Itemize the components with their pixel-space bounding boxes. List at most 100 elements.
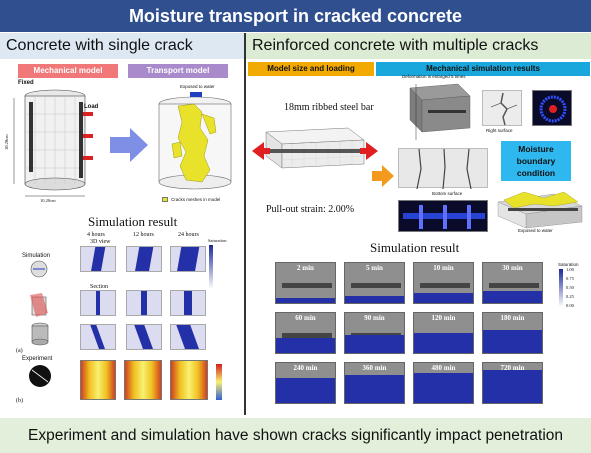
steel-bar-mark bbox=[351, 283, 401, 288]
label-steel-bar: 18mm ribbed steel bar bbox=[284, 102, 374, 113]
time-cell: 180 min bbox=[482, 312, 543, 354]
time-label: 5 min bbox=[366, 264, 383, 272]
label-exposed-water: Exposed to water bbox=[180, 84, 215, 89]
col-time-0: 4 hours bbox=[87, 232, 105, 238]
page-title: Moisture transport in cracked concrete bbox=[0, 0, 591, 32]
sim-3d-4h bbox=[80, 246, 116, 272]
sim-section-4h bbox=[80, 290, 116, 316]
right-surface-moisture-image bbox=[532, 90, 572, 126]
scale-tick-0: 1.00 bbox=[566, 267, 574, 272]
time-label: 2 min bbox=[297, 264, 314, 272]
cylinder-icon bbox=[31, 322, 49, 346]
time-label: 30 min bbox=[502, 264, 523, 272]
scale-tick-2: 0.50 bbox=[566, 285, 574, 290]
label-bottom-surface: Bottom surface bbox=[432, 191, 463, 196]
label-deformation: Deformation is enlarged 5 times bbox=[402, 74, 466, 79]
moisture-front bbox=[414, 293, 473, 303]
scale-tick-4: 0.00 bbox=[566, 303, 574, 308]
time-cell: 720 min bbox=[482, 362, 543, 404]
steel-bar-mark bbox=[420, 283, 470, 288]
time-label: 60 min bbox=[295, 314, 316, 322]
scale-tick-3: 0.25 bbox=[566, 294, 574, 299]
label-3d-view: 3D view bbox=[90, 239, 111, 245]
experiment-result-24h bbox=[170, 360, 208, 400]
mark-b: (b) bbox=[16, 398, 23, 404]
left-sim-title: Simulation result bbox=[88, 214, 178, 229]
label-height: 10.20cm bbox=[4, 134, 9, 150]
col-time-1: 12 hours bbox=[133, 232, 154, 238]
saturation-scale-right bbox=[559, 269, 563, 307]
moisture-front bbox=[414, 373, 473, 403]
label-right-surface: Right surface bbox=[486, 128, 513, 133]
time-label: 120 min bbox=[431, 314, 456, 322]
time-label: 240 min bbox=[293, 364, 318, 372]
boundary-condition-diagram bbox=[497, 191, 583, 229]
row-label-experiment: Experiment bbox=[22, 356, 53, 362]
mechanical-cylinder-diagram bbox=[13, 89, 93, 197]
label-cracks-mesh: Cracks meshes in model bbox=[171, 197, 221, 202]
conclusion-footer: Experiment and simulation have shown cra… bbox=[0, 418, 591, 453]
tag-mechanical-model: Mechanical model bbox=[18, 64, 118, 78]
label-section: Section bbox=[90, 284, 108, 290]
time-label: 720 min bbox=[500, 364, 525, 372]
simulation-top-view-icon bbox=[30, 260, 48, 278]
saturation-scale-left bbox=[209, 245, 213, 289]
time-cell: 2 min bbox=[275, 262, 336, 304]
right-panel-heading: Reinforced concrete with multiple cracks bbox=[246, 33, 591, 59]
sim-3d-12h bbox=[126, 246, 162, 272]
moisture-front bbox=[483, 330, 542, 353]
tag-transport-model: Transport model bbox=[128, 64, 228, 78]
model-arrow bbox=[110, 128, 148, 162]
time-cell: 480 min bbox=[413, 362, 474, 404]
mark-a: (a) bbox=[16, 348, 23, 354]
sim-section-12h bbox=[126, 290, 162, 316]
label-exposed-right: Exposed to water bbox=[518, 228, 553, 233]
sim-3d-24h bbox=[170, 246, 206, 272]
time-label: 180 min bbox=[500, 314, 525, 322]
tag-model-size: Model size and loading bbox=[248, 62, 374, 76]
moisture-front bbox=[345, 296, 404, 303]
tag-mechanical-results: Mechanical simulation results bbox=[376, 62, 590, 76]
moisture-front bbox=[345, 375, 404, 403]
sim-cut-12h bbox=[126, 324, 162, 350]
label-saturation-left: Saturation bbox=[208, 238, 227, 243]
moisture-front bbox=[483, 291, 542, 303]
deformed-mesh-diagram bbox=[409, 83, 471, 140]
moisture-front bbox=[345, 335, 404, 353]
time-cell: 60 min bbox=[275, 312, 336, 354]
moisture-boundary-box: Moisture boundary condition bbox=[501, 141, 571, 181]
moisture-front bbox=[414, 333, 473, 353]
time-label: 480 min bbox=[431, 364, 456, 372]
results-arrow bbox=[372, 165, 394, 187]
label-pullout-strain: Pull-out strain: 2.00% bbox=[266, 204, 355, 215]
bottom-surface-crack-image bbox=[398, 148, 488, 190]
pullout-specimen-diagram bbox=[252, 127, 378, 169]
right-sim-title: Simulation result bbox=[370, 240, 460, 255]
experiment-result-12h bbox=[124, 360, 162, 400]
moisture-front bbox=[276, 378, 335, 403]
time-label: 10 min bbox=[433, 264, 454, 272]
steel-bar-mark bbox=[489, 283, 539, 288]
steel-bar-mark bbox=[282, 333, 332, 338]
panel-divider bbox=[244, 33, 246, 415]
time-cell: 240 min bbox=[275, 362, 336, 404]
time-cell: 90 min bbox=[344, 312, 405, 354]
experiment-result-4h bbox=[80, 360, 116, 400]
experiment-scale bbox=[216, 364, 222, 400]
left-panel-heading: Concrete with single crack bbox=[0, 33, 244, 59]
time-cell: 5 min bbox=[344, 262, 405, 304]
experiment-specimen-icon bbox=[29, 365, 51, 387]
label-fixed: Fixed bbox=[18, 80, 34, 86]
col-time-2: 24 hours bbox=[178, 232, 199, 238]
label-load: Load bbox=[84, 104, 99, 110]
sim-section-24h bbox=[170, 290, 206, 316]
row-label-simulation: Simulation bbox=[22, 253, 51, 259]
time-cell: 120 min bbox=[413, 312, 474, 354]
time-cell: 30 min bbox=[482, 262, 543, 304]
section-cut-icon bbox=[30, 293, 48, 317]
sim-cut-4h bbox=[80, 324, 116, 350]
label-diameter: 10.20cm bbox=[40, 198, 56, 203]
scale-tick-1: 0.75 bbox=[566, 276, 574, 281]
time-cell: 10 min bbox=[413, 262, 474, 304]
moisture-front bbox=[276, 298, 335, 303]
